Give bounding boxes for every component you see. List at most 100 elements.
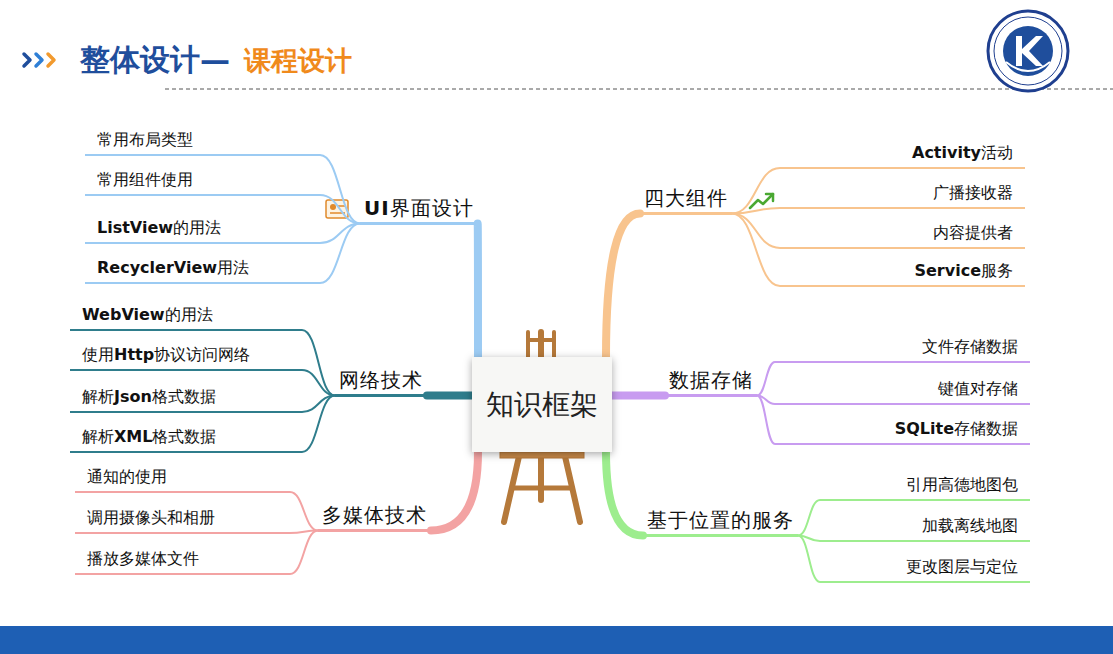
text-run: 数据存储 (669, 368, 753, 392)
branch-connector (732, 214, 780, 249)
text-run: 格式数据 (152, 387, 216, 406)
branch-connector (798, 536, 820, 583)
leaf-topic: SQLite存储数据 (775, 417, 1030, 445)
text-run: 键值对存储 (938, 379, 1018, 398)
branch-connector (732, 208, 780, 214)
leaf-topic: 播放多媒体文件 (75, 547, 290, 575)
text-run: 活动 (981, 143, 1013, 162)
branch-connector (606, 214, 640, 358)
text-run: 知识框架 (486, 388, 598, 421)
node-text: UI界面设计 (364, 196, 474, 220)
school-logo (988, 11, 1068, 91)
leaf-topic: 内容提供者 (780, 221, 1025, 249)
latin-run: Service (914, 261, 981, 280)
leaf-topic: 引用高德地图包 (820, 473, 1030, 501)
dashed-rule (165, 89, 1113, 90)
branch-connector (757, 362, 775, 396)
node-text: 四大组件 (644, 186, 728, 210)
branch-topic: 数据存储 (665, 368, 757, 397)
node-text: 键值对存储 (938, 379, 1018, 398)
node-text: 多媒体技术 (322, 503, 427, 527)
text-run: 网络技术 (339, 368, 423, 392)
branch-topic: 基于位置的服务 (643, 508, 798, 537)
node-text: 调用摄像头和相册 (87, 508, 215, 527)
node-text: 通知的使用 (87, 467, 167, 486)
branch-connector (606, 452, 643, 536)
branch-topic: 多媒体技术 (318, 503, 431, 532)
center-card: 知识框架 (472, 357, 612, 452)
branch-connector (290, 492, 318, 531)
text-run: 引用高德地图包 (906, 475, 1018, 494)
branch-connector (757, 396, 775, 445)
text-run: 内容提供者 (933, 223, 1013, 242)
node-text: ListView的用法 (97, 218, 221, 237)
node-text: 数据存储 (669, 368, 753, 392)
text-run: 协议访问网络 (154, 345, 250, 364)
chevron-icon (24, 54, 54, 66)
footer-bar (0, 626, 1113, 654)
latin-run: Activity (912, 143, 981, 162)
text-run: 服务 (981, 261, 1013, 280)
node-text: 知识框架 (486, 386, 598, 424)
text-run: 多媒体技术 (322, 503, 427, 527)
leaf-topic: 更改图层与定位 (820, 555, 1030, 583)
latin-run: XML (114, 427, 152, 446)
latin-run: SQLite (895, 419, 954, 438)
branch-connector (427, 392, 472, 400)
text-run: 常用布局类型 (97, 130, 193, 149)
text-run: 四大组件 (644, 186, 728, 210)
branch-topic: UI界面设计 (360, 196, 478, 225)
branch-topic: 网络技术 (335, 368, 427, 397)
leaf-topic: 调用摄像头和相册 (75, 506, 290, 534)
text-run: 界面设计 (390, 196, 474, 220)
node-text: 加载离线地图 (922, 516, 1018, 535)
leaf-topic: 通知的使用 (75, 465, 290, 493)
leaf-topic: Activity活动 (780, 141, 1025, 169)
text-run: 基于位置的服务 (647, 508, 794, 532)
text-run: 存储数据 (954, 419, 1018, 438)
latin-run: Json (114, 387, 152, 406)
node-text: 常用布局类型 (97, 130, 193, 149)
leaf-topic: WebView的用法 (70, 303, 302, 331)
node-text: 解析Json格式数据 (82, 387, 216, 406)
node-text: 基于位置的服务 (647, 508, 794, 532)
branch-connector (798, 500, 820, 536)
node-text: 文件存储数据 (922, 337, 1018, 356)
branch-connector (320, 155, 360, 224)
node-text: Activity活动 (912, 143, 1013, 162)
branch-connector (302, 370, 335, 396)
leaf-topic: 加载离线地图 (820, 514, 1030, 542)
branch-connector (290, 531, 318, 575)
leaf-topic: ListView的用法 (85, 216, 320, 244)
text-run: 通知的使用 (87, 467, 167, 486)
leaf-topic: RecyclerView用法 (85, 256, 320, 284)
text-run: 解析 (82, 427, 114, 446)
text-run: 常用组件使用 (97, 170, 193, 189)
node-text: 使用Http协议访问网络 (82, 345, 250, 364)
leaf-topic: 使用Http协议访问网络 (70, 343, 302, 371)
text-run: 的用法 (173, 218, 221, 237)
text-run: 文件存储数据 (922, 337, 1018, 356)
text-run: 广播接收器 (933, 183, 1013, 202)
text-run: 播放多媒体文件 (87, 549, 199, 568)
branch-topic: 四大组件 (640, 186, 732, 215)
text-run: 用法 (217, 258, 249, 277)
text-run: 格式数据 (152, 427, 216, 446)
subtitle: 课程设计 (244, 43, 352, 79)
leaf-topic: 键值对存储 (775, 377, 1030, 405)
node-text: 更改图层与定位 (906, 557, 1018, 576)
text-run: 调用摄像头和相册 (87, 508, 215, 527)
leaf-topic: 常用组件使用 (85, 168, 320, 196)
node-text: 内容提供者 (933, 223, 1013, 242)
branch-connector (320, 224, 360, 284)
latin-run: Http (114, 345, 154, 364)
leaf-topic: 解析Json格式数据 (70, 385, 302, 413)
page-title: 整体设计— (80, 40, 230, 81)
node-text: 引用高德地图包 (906, 475, 1018, 494)
branch-connector (732, 214, 780, 287)
branch-connector (302, 396, 335, 453)
latin-run: WebView (82, 305, 165, 324)
node-text: WebView的用法 (82, 305, 213, 324)
branch-connector (431, 452, 478, 531)
